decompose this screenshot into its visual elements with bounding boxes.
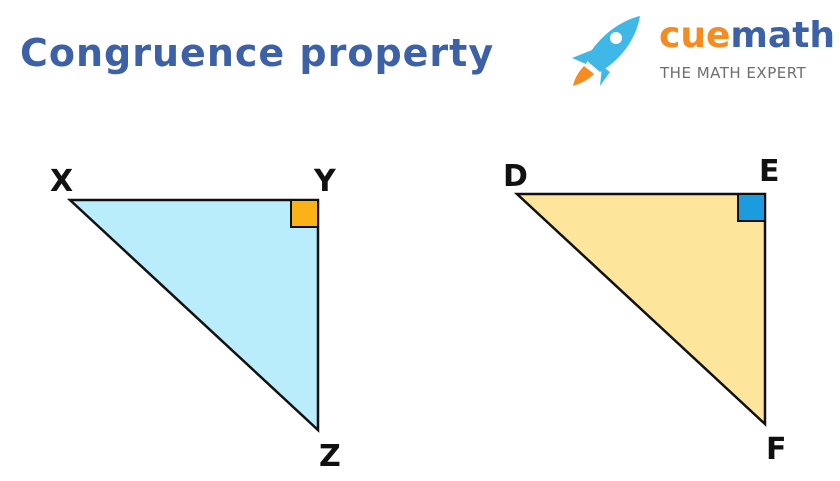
triangle-def: D E F bbox=[503, 154, 787, 467]
triangle-def-shape bbox=[513, 192, 767, 427]
right-angle-marker-e bbox=[737, 193, 766, 222]
page-title: Congruence property bbox=[20, 31, 495, 75]
vertex-label-z: Z bbox=[319, 439, 341, 474]
vertex-label-d: D bbox=[503, 159, 528, 194]
brand-wordmark-math: math bbox=[730, 15, 836, 56]
right-angle-marker-y bbox=[290, 199, 319, 228]
vertex-label-f: F bbox=[766, 432, 787, 467]
cuemath-logo: cuemath THE MATH EXPERT bbox=[570, 14, 835, 90]
brand-tagline: THE MATH EXPERT bbox=[660, 64, 807, 82]
vertex-label-e: E bbox=[759, 154, 780, 189]
brand-wordmark-cue: cue bbox=[659, 15, 731, 56]
rocket-icon bbox=[572, 16, 640, 86]
vertex-label-x: X bbox=[50, 164, 73, 199]
brand-wordmark: cuemath bbox=[659, 18, 835, 54]
triangle-xyz-shape bbox=[66, 198, 320, 433]
vertex-label-y: Y bbox=[313, 164, 337, 199]
triangle-xyz: X Y Z bbox=[50, 164, 341, 474]
